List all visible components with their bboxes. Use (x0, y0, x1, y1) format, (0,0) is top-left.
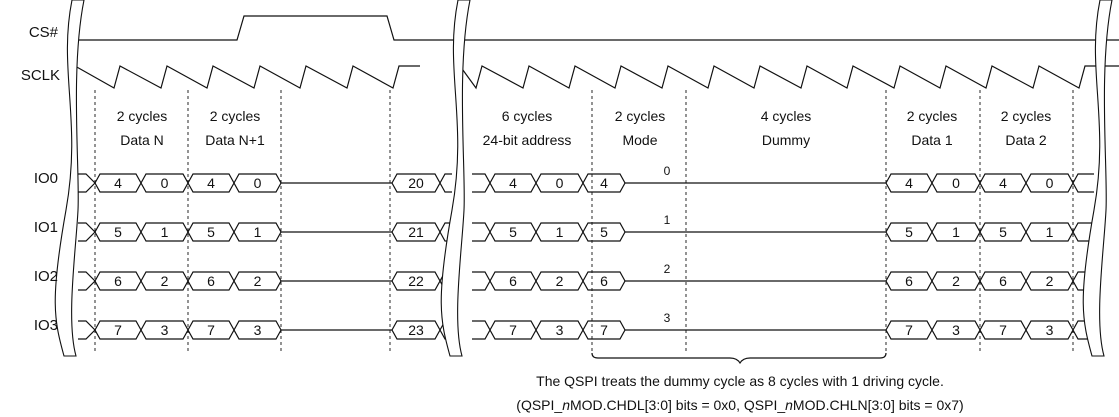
io-value-label: 4 (509, 175, 517, 191)
signal-label-cs: CS# (29, 24, 59, 41)
io-value-label: 1 (161, 224, 169, 240)
io-value-label: 0 (254, 175, 262, 191)
io-value-label: 5 (207, 224, 215, 240)
io-value-label: 6 (114, 273, 122, 289)
io-value-label: 5 (600, 224, 608, 240)
sclk-line-left (74, 65, 420, 89)
phase-label-dummy: Dummy (762, 132, 810, 148)
io-value-label: 7 (114, 322, 122, 338)
io-value-label: 7 (207, 322, 215, 338)
io-value-label: 0 (952, 175, 960, 191)
break-marker-right (1082, 0, 1113, 357)
io-value-label: 2 (161, 273, 169, 289)
io-value-label: 0 (556, 175, 564, 191)
io-edge (472, 173, 491, 193)
phase-label-data-n1: Data N+1 (205, 132, 265, 148)
io-value-label: 23 (408, 322, 424, 338)
io-value-label: 3 (556, 322, 564, 338)
signal-label-io2: IO2 (34, 268, 58, 285)
io-value-label: 1 (952, 224, 960, 240)
cycle-guides (94, 90, 1074, 352)
phase-cycles-data1: 2 cycles (907, 108, 958, 124)
io-value-label: 4 (114, 175, 122, 191)
io-value-label: 4 (905, 175, 913, 191)
phase-label-mode: Mode (622, 132, 657, 148)
sclk-waveform (74, 65, 1119, 90)
io-value-label: 5 (999, 224, 1007, 240)
phase-cycles-data2: 2 cycles (1001, 108, 1052, 124)
io-value-label: 5 (114, 224, 122, 240)
io-edge (78, 271, 96, 291)
io-edge (78, 222, 96, 242)
io-value-label: 4 (999, 175, 1007, 191)
dummy-brace (591, 352, 887, 365)
phase-cycles-address: 6 cycles (502, 108, 553, 124)
sclk-line-right (459, 65, 1119, 90)
phase-label-address: 24-bit address (483, 132, 572, 148)
dummy-lane-number: 0 (664, 164, 671, 178)
io-value-label: 7 (905, 322, 913, 338)
cs-line (75, 15, 1119, 41)
note-line-1: The QSPI treats the dummy cycle as 8 cyc… (536, 373, 944, 389)
dummy-lane-number: 3 (664, 311, 671, 325)
io-value-label: 21 (408, 224, 424, 240)
break-marker-left (54, 0, 85, 357)
io-edge (1072, 173, 1094, 193)
io-value-label: 2 (952, 273, 960, 289)
io-value-label: 22 (408, 273, 424, 289)
io-value-label: 3 (254, 322, 262, 338)
io-value-label: 20 (408, 175, 424, 191)
io-value-label: 4 (207, 175, 215, 191)
io-value-label: 1 (1046, 224, 1054, 240)
io-value-label: 7 (509, 322, 517, 338)
phase-cycles-mode: 2 cycles (615, 108, 666, 124)
io-edge (472, 222, 491, 242)
io-value-label: 5 (905, 224, 913, 240)
io-value-label: 4 (600, 175, 608, 191)
io-value-label: 3 (161, 322, 169, 338)
io-value-label: 7 (600, 322, 608, 338)
io-value-label: 1 (556, 224, 564, 240)
io-value-label: 1 (254, 224, 262, 240)
io-value-label: 3 (1046, 322, 1054, 338)
io-value-label: 2 (254, 273, 262, 289)
io-value-label: 2 (556, 273, 564, 289)
io-edge (78, 173, 96, 193)
io-edge (78, 320, 96, 340)
io-edge (472, 271, 491, 291)
io-value-label: 6 (600, 273, 608, 289)
io-value-label: 6 (905, 273, 913, 289)
signal-label-io3: IO3 (34, 317, 58, 334)
phase-cycles-data-n1: 2 cycles (210, 108, 261, 124)
phase-cycles-dummy: 4 cycles (761, 108, 812, 124)
dummy-lane-number: 1 (664, 213, 671, 227)
io-value-label: 0 (1046, 175, 1054, 191)
io-value-label: 6 (999, 273, 1007, 289)
io-edge (439, 173, 452, 193)
phase-label-data1: Data 1 (911, 132, 952, 148)
signal-label-io1: IO1 (34, 219, 58, 236)
io-value-label: 5 (509, 224, 517, 240)
io-value-label: 2 (1046, 273, 1054, 289)
phase-label-data-n: Data N (120, 132, 164, 148)
note-line-2: (QSPI_nMOD.CHDL[3:0] bits = 0x0, QSPI_nM… (516, 397, 963, 413)
signal-label-io0: IO0 (34, 170, 58, 187)
io-value-label: 0 (161, 175, 169, 191)
io-value-label: 3 (952, 322, 960, 338)
io-value-label: 7 (999, 322, 1007, 338)
break-marker-middle (440, 0, 471, 357)
cs-waveform (75, 15, 1119, 41)
phase-cycles-data-n: 2 cycles (117, 108, 168, 124)
dummy-lane-number: 2 (664, 262, 671, 276)
signal-label-sclk: SCLK (21, 67, 60, 84)
time-breaks (54, 0, 1113, 357)
phase-label-data2: Data 2 (1005, 132, 1046, 148)
io-value-label: 6 (207, 273, 215, 289)
io-edge (472, 320, 491, 340)
io-value-label: 6 (509, 273, 517, 289)
